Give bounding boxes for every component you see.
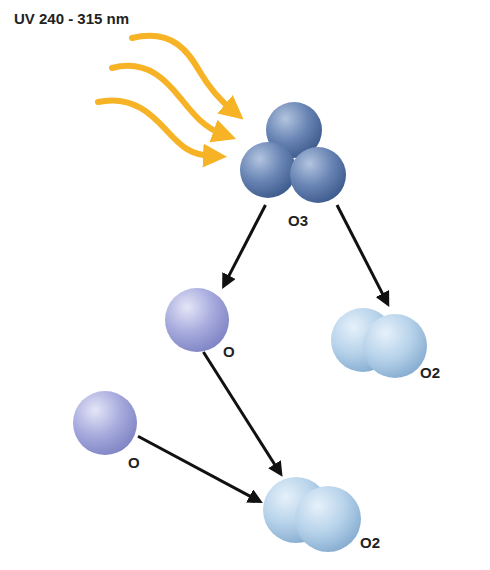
molecule-label: O2 bbox=[420, 364, 440, 382]
oxygen-molecule: O2 bbox=[330, 306, 428, 378]
molecule-label: O bbox=[223, 343, 235, 361]
sphere-shape bbox=[165, 288, 229, 352]
reaction-arrow bbox=[337, 205, 385, 299]
sphere-shape bbox=[72, 390, 138, 456]
reaction-arrow bbox=[203, 352, 277, 469]
oxygen-molecule: O2 bbox=[262, 476, 362, 552]
molecule-label: O bbox=[128, 454, 140, 472]
sphere-shape bbox=[262, 476, 362, 552]
ozone-molecule: O3 bbox=[238, 100, 348, 205]
sphere-shape bbox=[238, 100, 348, 205]
oxygen-atom: O bbox=[165, 288, 229, 352]
molecule-label: O3 bbox=[288, 212, 308, 230]
molecule-label: O2 bbox=[360, 534, 380, 552]
sphere-shape bbox=[330, 306, 428, 378]
reaction-arrow bbox=[138, 436, 255, 499]
oxygen-atom: O bbox=[72, 390, 138, 456]
uv-label: UV 240 - 315 nm bbox=[14, 10, 129, 28]
reaction-arrow bbox=[226, 205, 265, 281]
